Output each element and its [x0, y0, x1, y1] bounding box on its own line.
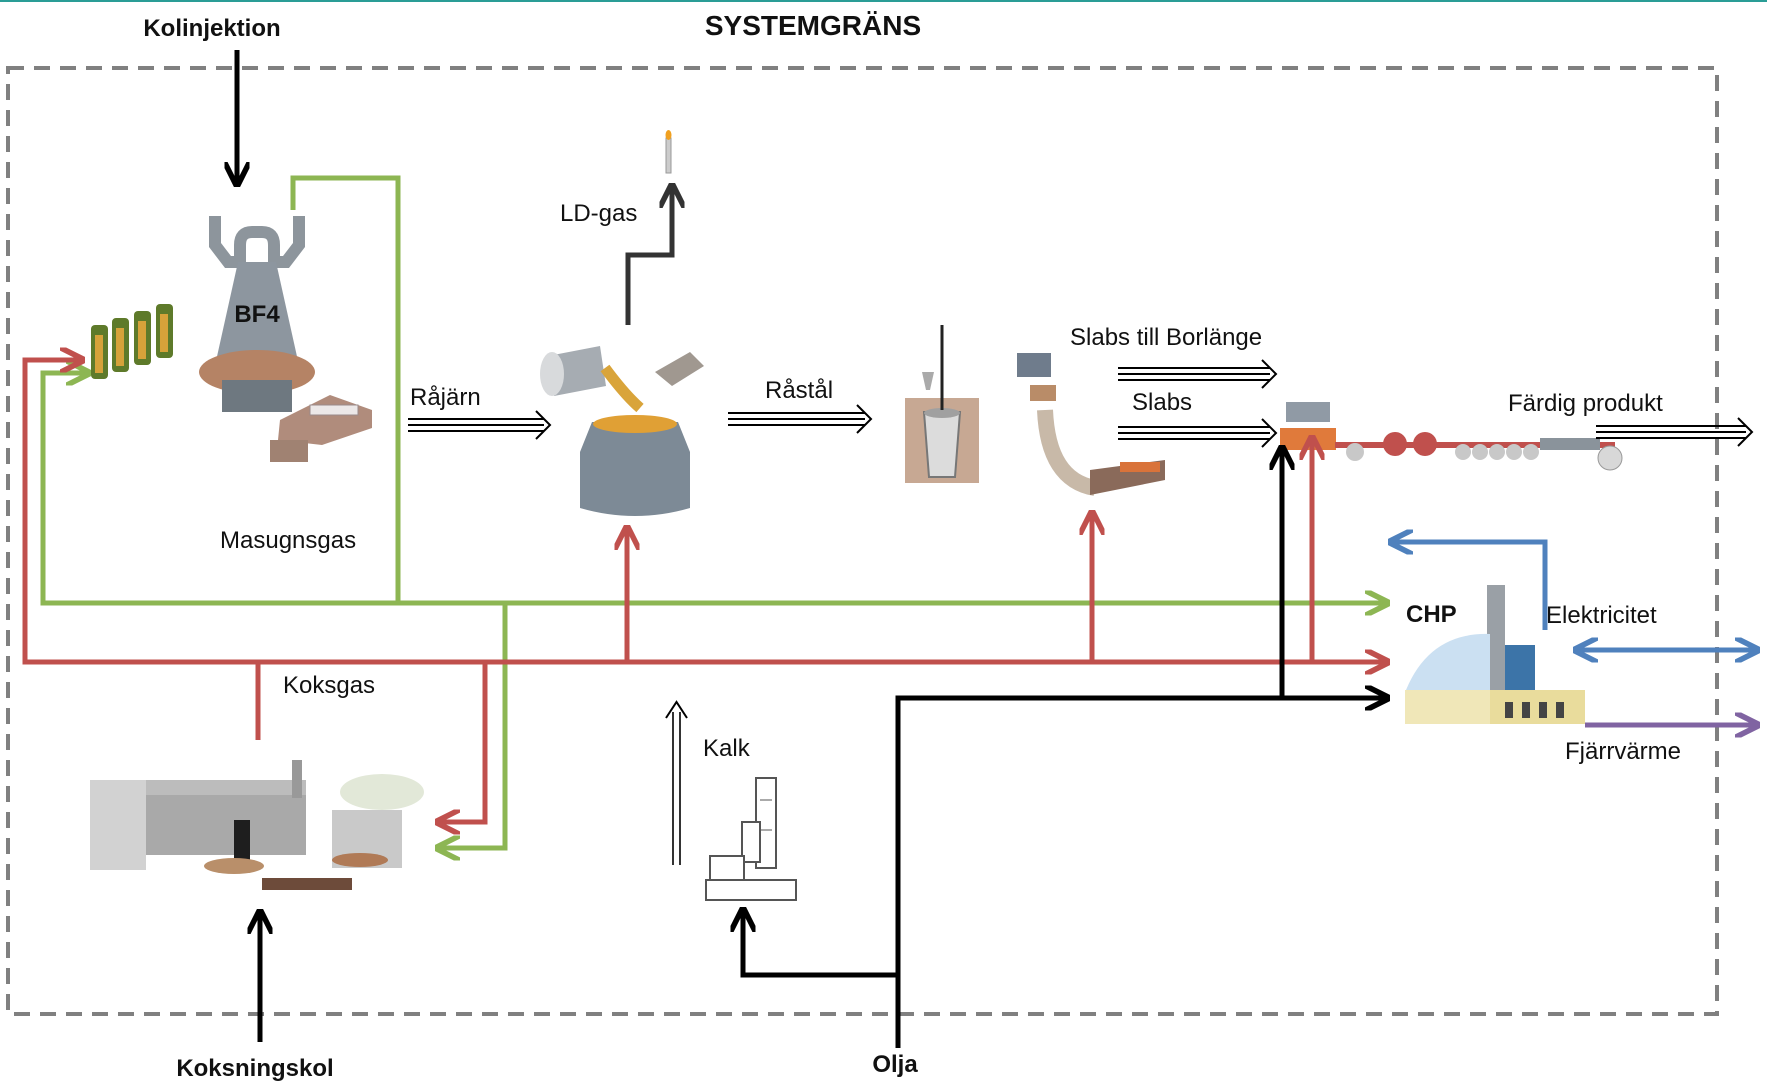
- blast-furnace-label: BF4: [234, 301, 280, 328]
- kalk-label: Kalk: [703, 735, 751, 762]
- continuous-caster-icon: [1017, 353, 1165, 496]
- fardig-produkt-label: Färdig produkt: [1508, 390, 1663, 417]
- blast-furnace-icon: [199, 216, 372, 462]
- diagram-title: SYSTEMGRÄNS: [705, 10, 921, 41]
- rastal-arrow: [728, 404, 873, 434]
- elektricitet-label: Elektricitet: [1546, 602, 1657, 629]
- ladle-icon: [905, 325, 979, 483]
- kolinjektion-label: Kolinjektion: [143, 15, 280, 42]
- rastal-label: Råstål: [765, 377, 833, 404]
- system-boundary: [6, 66, 1719, 1016]
- kalk-arrow: [665, 700, 688, 865]
- rajarn-arrow: [408, 410, 552, 440]
- slabs-till-borlange-label: Slabs till Borlänge: [1070, 324, 1262, 351]
- ld-gas-line: [625, 188, 672, 325]
- coke-oven-gas-network: [22, 357, 1380, 825]
- olja-label: Olja: [872, 1051, 918, 1078]
- slabs-label: Slabs: [1132, 389, 1192, 416]
- rajarn-label: Råjärn: [410, 384, 481, 411]
- ld-converter-icon: [540, 346, 704, 516]
- fjarrvarme-label: Fjärrvärme: [1565, 738, 1681, 765]
- flare-icon: [665, 130, 672, 174]
- lime-kiln-icon: [705, 777, 797, 901]
- electricity-line-internal: [1393, 542, 1548, 630]
- oil-line-chp: [895, 698, 1385, 1048]
- oil-line-kalk: [743, 912, 901, 1048]
- masugnsgas-label: Masugnsgas: [220, 527, 356, 554]
- ld-gas-label: LD-gas: [560, 200, 637, 227]
- slabs-arrow: [1118, 418, 1278, 448]
- slabs-till-borlange-arrow: [1118, 359, 1278, 389]
- chp-plant-icon: [1405, 585, 1585, 724]
- fardig-produkt-arrow: [1596, 417, 1754, 447]
- koksningskol-label: Koksningskol: [176, 1055, 333, 1082]
- hot-stoves-icon: [91, 304, 173, 379]
- koksgas-label: Koksgas: [283, 672, 375, 699]
- chp-label: CHP: [1406, 601, 1457, 628]
- coke-oven-icon: [90, 760, 424, 890]
- blast-furnace-gas-network: [40, 175, 1380, 851]
